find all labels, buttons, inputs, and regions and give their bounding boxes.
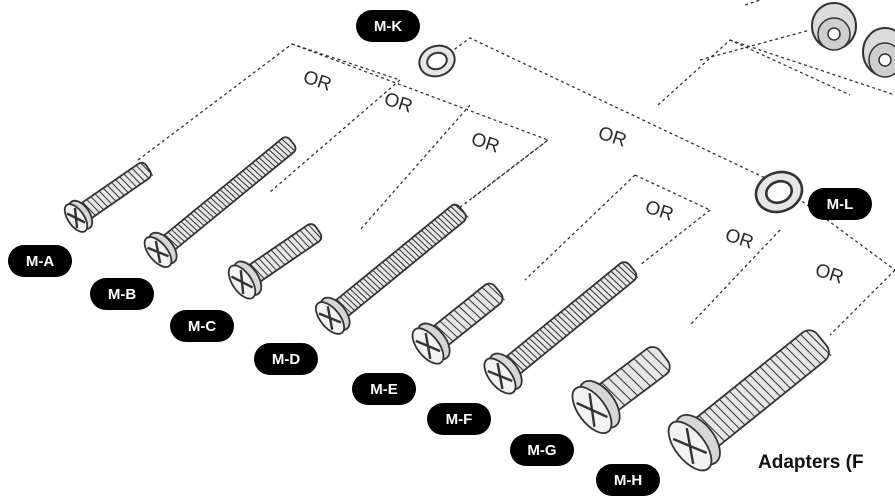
badge-label: M-A xyxy=(26,253,54,270)
badge-m-l: M-L xyxy=(808,188,872,220)
screw-m-a xyxy=(63,161,154,233)
badge-label: M-B xyxy=(108,286,136,303)
badge-label: M-H xyxy=(614,472,642,489)
screw-m-f xyxy=(483,261,639,395)
or-label: OR xyxy=(812,260,846,289)
washer-m-l xyxy=(749,164,809,220)
badge-label: M-G xyxy=(527,442,556,459)
adapter-standoff xyxy=(811,2,857,51)
badge-m-d: M-D xyxy=(254,343,318,375)
washer-m-k xyxy=(413,39,461,83)
screws xyxy=(63,136,832,472)
part-badges: M-K M-L M-A M-B M-C M-D M-E M-F xyxy=(8,10,872,496)
badge-m-g: M-G xyxy=(510,434,574,466)
badge-m-e: M-E xyxy=(352,373,416,405)
or-label: OR xyxy=(468,129,502,158)
or-label: OR xyxy=(722,225,756,254)
adapter-standoffs xyxy=(811,2,895,78)
badge-label: M-C xyxy=(188,318,216,335)
or-label: OR xyxy=(642,197,676,226)
or-label: OR xyxy=(300,67,334,96)
badge-label: M-K xyxy=(374,18,402,35)
or-label: OR xyxy=(595,123,629,152)
screw-m-h xyxy=(667,329,832,472)
badge-m-b: M-B xyxy=(90,278,154,310)
badge-m-f: M-F xyxy=(427,403,491,435)
screw-m-g xyxy=(571,346,671,434)
badge-label: M-F xyxy=(446,411,473,428)
or-label: OR xyxy=(381,89,415,118)
badge-m-a: M-A xyxy=(8,245,72,277)
screw-m-c xyxy=(227,223,323,300)
screw-m-b xyxy=(143,136,297,268)
badge-m-k: M-K xyxy=(356,10,420,42)
badge-m-h: M-H xyxy=(596,464,660,496)
badge-m-c: M-C xyxy=(170,310,234,342)
badge-label: M-L xyxy=(827,196,854,213)
adapter-standoff xyxy=(862,27,895,78)
connector-lines xyxy=(137,0,895,336)
screw-m-e xyxy=(411,282,505,365)
badge-label: M-D xyxy=(272,351,300,368)
screw-m-d xyxy=(314,203,469,335)
adapters-caption: Adapters (F xyxy=(758,452,864,473)
badge-label: M-E xyxy=(370,381,398,398)
